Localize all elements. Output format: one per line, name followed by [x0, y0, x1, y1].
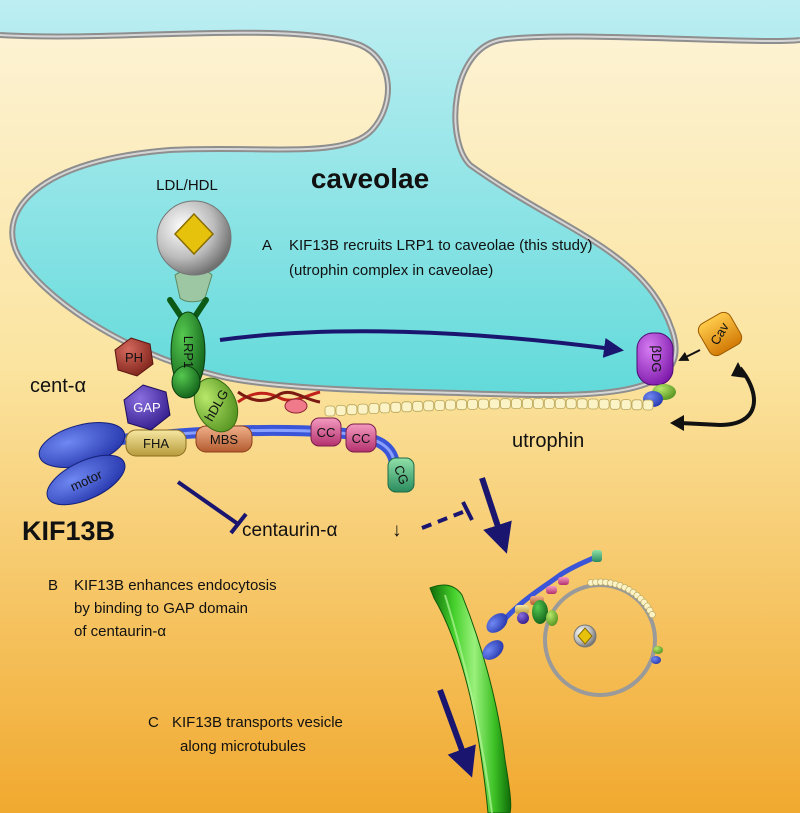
mini-utrophin-chain	[587, 578, 656, 619]
statement-a-letter: A	[262, 237, 272, 254]
helix-strand-b	[237, 390, 321, 404]
cc-domain-1: CC	[310, 417, 342, 447]
kif13b-label: KIF13B	[22, 516, 115, 546]
lrp1-receptor: LRP1	[167, 297, 209, 399]
transport-arrow	[437, 688, 476, 778]
microtubule-highlight	[444, 594, 493, 813]
utrophin-bead	[401, 401, 413, 413]
cent-alpha-label: cent-α	[30, 375, 86, 397]
centaurin-down-arrow: ↓	[392, 520, 402, 541]
utrophin-bead	[499, 398, 511, 410]
statement-b-line1: KIF13B enhances endocytosis	[74, 577, 277, 594]
ldl-hdl-label: LDL/HDL	[156, 177, 218, 194]
utrophin-bead	[412, 400, 424, 412]
fha-domain: FHA	[125, 429, 187, 457]
cycle-arrow-head-top	[731, 362, 746, 378]
utrophin-bead	[368, 403, 380, 414]
cg-label: CG	[391, 463, 412, 486]
microtubule	[429, 584, 512, 813]
utrophin-bead	[631, 399, 643, 411]
utrophin-bead	[423, 400, 435, 412]
caveolae-title: caveolae	[311, 163, 429, 194]
endocytosis-arrow	[479, 477, 512, 554]
statement-b-letter: B	[48, 577, 58, 594]
statement-c-letter: C	[148, 714, 159, 731]
utrophin-bead	[467, 398, 479, 410]
motor-domain: motor	[38, 422, 126, 506]
mbs-label: MBS	[210, 432, 239, 447]
utrophin-bead	[576, 398, 588, 410]
membrane-highlight	[0, 31, 800, 397]
utrophin-bead	[587, 398, 599, 410]
utrophin-bead	[390, 401, 402, 413]
centaurin-label: centaurin-α	[242, 520, 337, 541]
utrophin-bead	[379, 402, 391, 414]
utrophin-bead	[335, 404, 347, 416]
statement-a-line2: (utrophin complex in caveolae)	[289, 262, 493, 279]
cc2-label: CC	[352, 431, 371, 446]
utrophin-bead	[445, 399, 457, 411]
utrophin-bead	[554, 398, 566, 410]
statement-a-line1: KIF13B recruits LRP1 to caveolae (this s…	[289, 237, 592, 254]
cav-to-bdg-arrow	[678, 349, 701, 361]
pink-node	[284, 398, 308, 414]
utrophin-bead	[543, 398, 555, 410]
utrophin-bead	[522, 398, 533, 410]
utrophin-bead	[456, 399, 468, 411]
utrophin-bead	[565, 398, 577, 410]
utrophin-bead	[620, 399, 632, 411]
lrp1-label: LRP1	[181, 336, 196, 369]
utrophin-bead	[357, 403, 369, 415]
utrophin-bead	[642, 399, 654, 411]
utrophin-bead	[609, 398, 621, 410]
utrophin-cav-cycle-arrow	[679, 366, 756, 428]
cg-domain: CG	[387, 457, 415, 493]
utrophin-bead	[598, 398, 610, 410]
ph-domain: PH	[114, 337, 154, 377]
utrophin-bead	[532, 398, 544, 409]
statement-b-line3: of centaurin-α	[74, 623, 166, 640]
utrophin-bead	[346, 404, 358, 416]
cycle-arrow-head-left	[670, 415, 684, 431]
inhibition-line	[176, 480, 240, 526]
statement-b-line2: by binding to GAP domain	[74, 600, 248, 617]
utrophin-bead	[489, 398, 500, 410]
fha-label: FHA	[143, 436, 169, 451]
dashed-inhibition-bar	[461, 501, 474, 521]
utrophin-bead	[324, 405, 336, 417]
beta-dg-protein: βDG	[636, 332, 674, 386]
gap-domain: GAP	[123, 384, 171, 431]
recruit-arrow	[219, 329, 624, 358]
hdlg-protein: hDLG	[193, 377, 239, 433]
cc-domain-2: CC	[345, 423, 377, 453]
ph-label: PH	[125, 350, 143, 365]
mini-kif13b-complex	[482, 550, 663, 664]
cc1-label: CC	[317, 425, 336, 440]
utrophin-label: utrophin	[512, 430, 584, 452]
mini-utrophin-bead	[648, 611, 656, 619]
cav-protein: Cav	[697, 311, 743, 357]
utrophin-bead	[434, 399, 446, 411]
ldl-particle-icon	[156, 200, 232, 303]
utrophin-bead	[478, 398, 489, 410]
mbs-domain: MBS	[195, 425, 253, 453]
gap-label: GAP	[133, 400, 160, 415]
utrophin-bead	[510, 398, 522, 410]
statement-c-line2: along microtubules	[180, 738, 306, 755]
utrophin-chain	[324, 398, 654, 417]
bdg-label: βDG	[649, 346, 664, 373]
helix-strand-a	[237, 390, 321, 404]
dashed-inhibition-line	[421, 508, 469, 530]
statement-c-line1: KIF13B transports vesicle	[172, 714, 343, 731]
inhibition-bar	[229, 512, 248, 535]
